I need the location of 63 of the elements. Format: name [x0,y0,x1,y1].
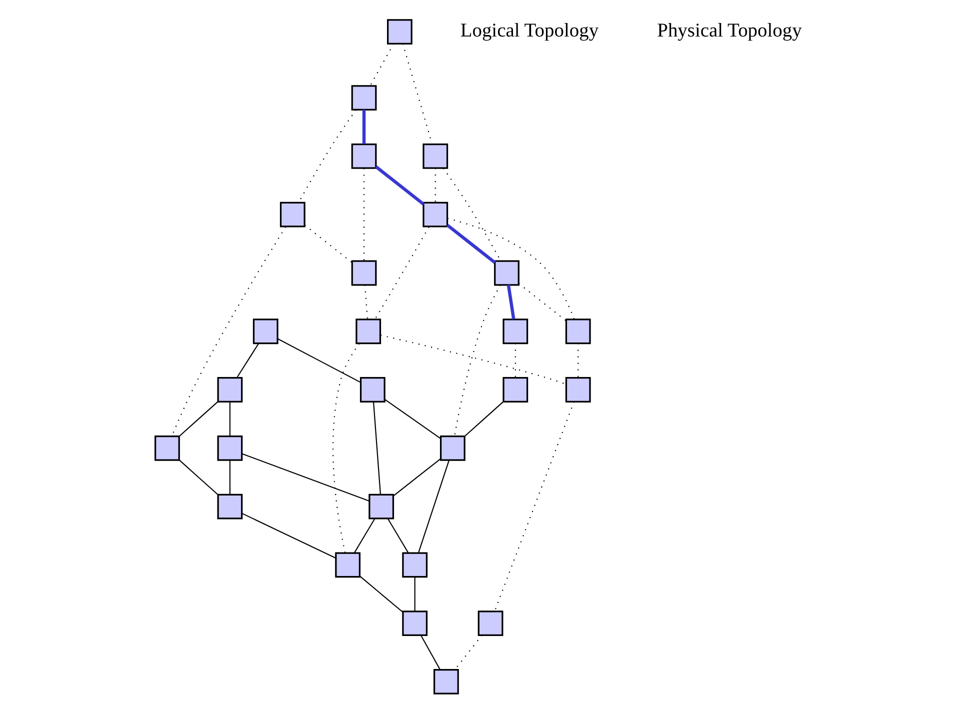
connector [364,284,368,320]
connector [446,224,496,264]
label: Physical Topology [656,20,802,42]
connector [453,284,500,436]
node-box [355,318,381,344]
node-box [154,435,180,461]
connector [420,634,440,670]
connector [236,343,259,378]
node-box [216,377,242,402]
node-box [350,144,376,169]
connector [446,218,574,320]
connector [228,402,230,436]
node-box [368,494,394,520]
connector [170,226,286,436]
connector [277,338,360,383]
connector [402,44,432,144]
connector [384,398,440,439]
node-box [402,610,428,636]
node-box [502,377,528,402]
connector [358,576,402,612]
node-box [252,318,278,344]
connector [372,402,381,494]
connector [228,460,230,494]
connector [332,343,360,553]
connector [178,460,218,496]
node-box [564,318,590,344]
node-box [350,260,376,286]
node-box [359,377,385,402]
node-box [494,260,519,286]
node-box [433,669,458,694]
connector [392,458,440,496]
connector [178,401,218,437]
connector [374,166,424,206]
node-box [350,85,376,111]
connector [362,110,366,144]
node-box [502,318,528,344]
node-box [422,144,448,169]
connector [414,576,415,612]
node-box [439,435,465,461]
node-box [279,202,305,228]
connector [518,283,566,322]
node-box [477,610,503,636]
node-box [216,494,242,520]
connector [464,401,504,437]
node-box [386,19,412,45]
connector [380,334,566,385]
connector [386,518,408,553]
connector [241,512,336,559]
node-box [422,202,448,228]
connector [242,453,369,502]
connector [374,226,429,320]
connector [494,402,574,612]
connector [418,460,450,553]
connector [354,518,375,553]
node-box [564,377,590,402]
node-box [402,552,428,578]
label: Logical Topology [460,20,598,42]
connector [454,634,482,670]
connector [369,44,394,86]
connector [506,284,515,320]
node-box [216,435,242,461]
node-box [334,552,360,578]
connector [304,224,352,263]
